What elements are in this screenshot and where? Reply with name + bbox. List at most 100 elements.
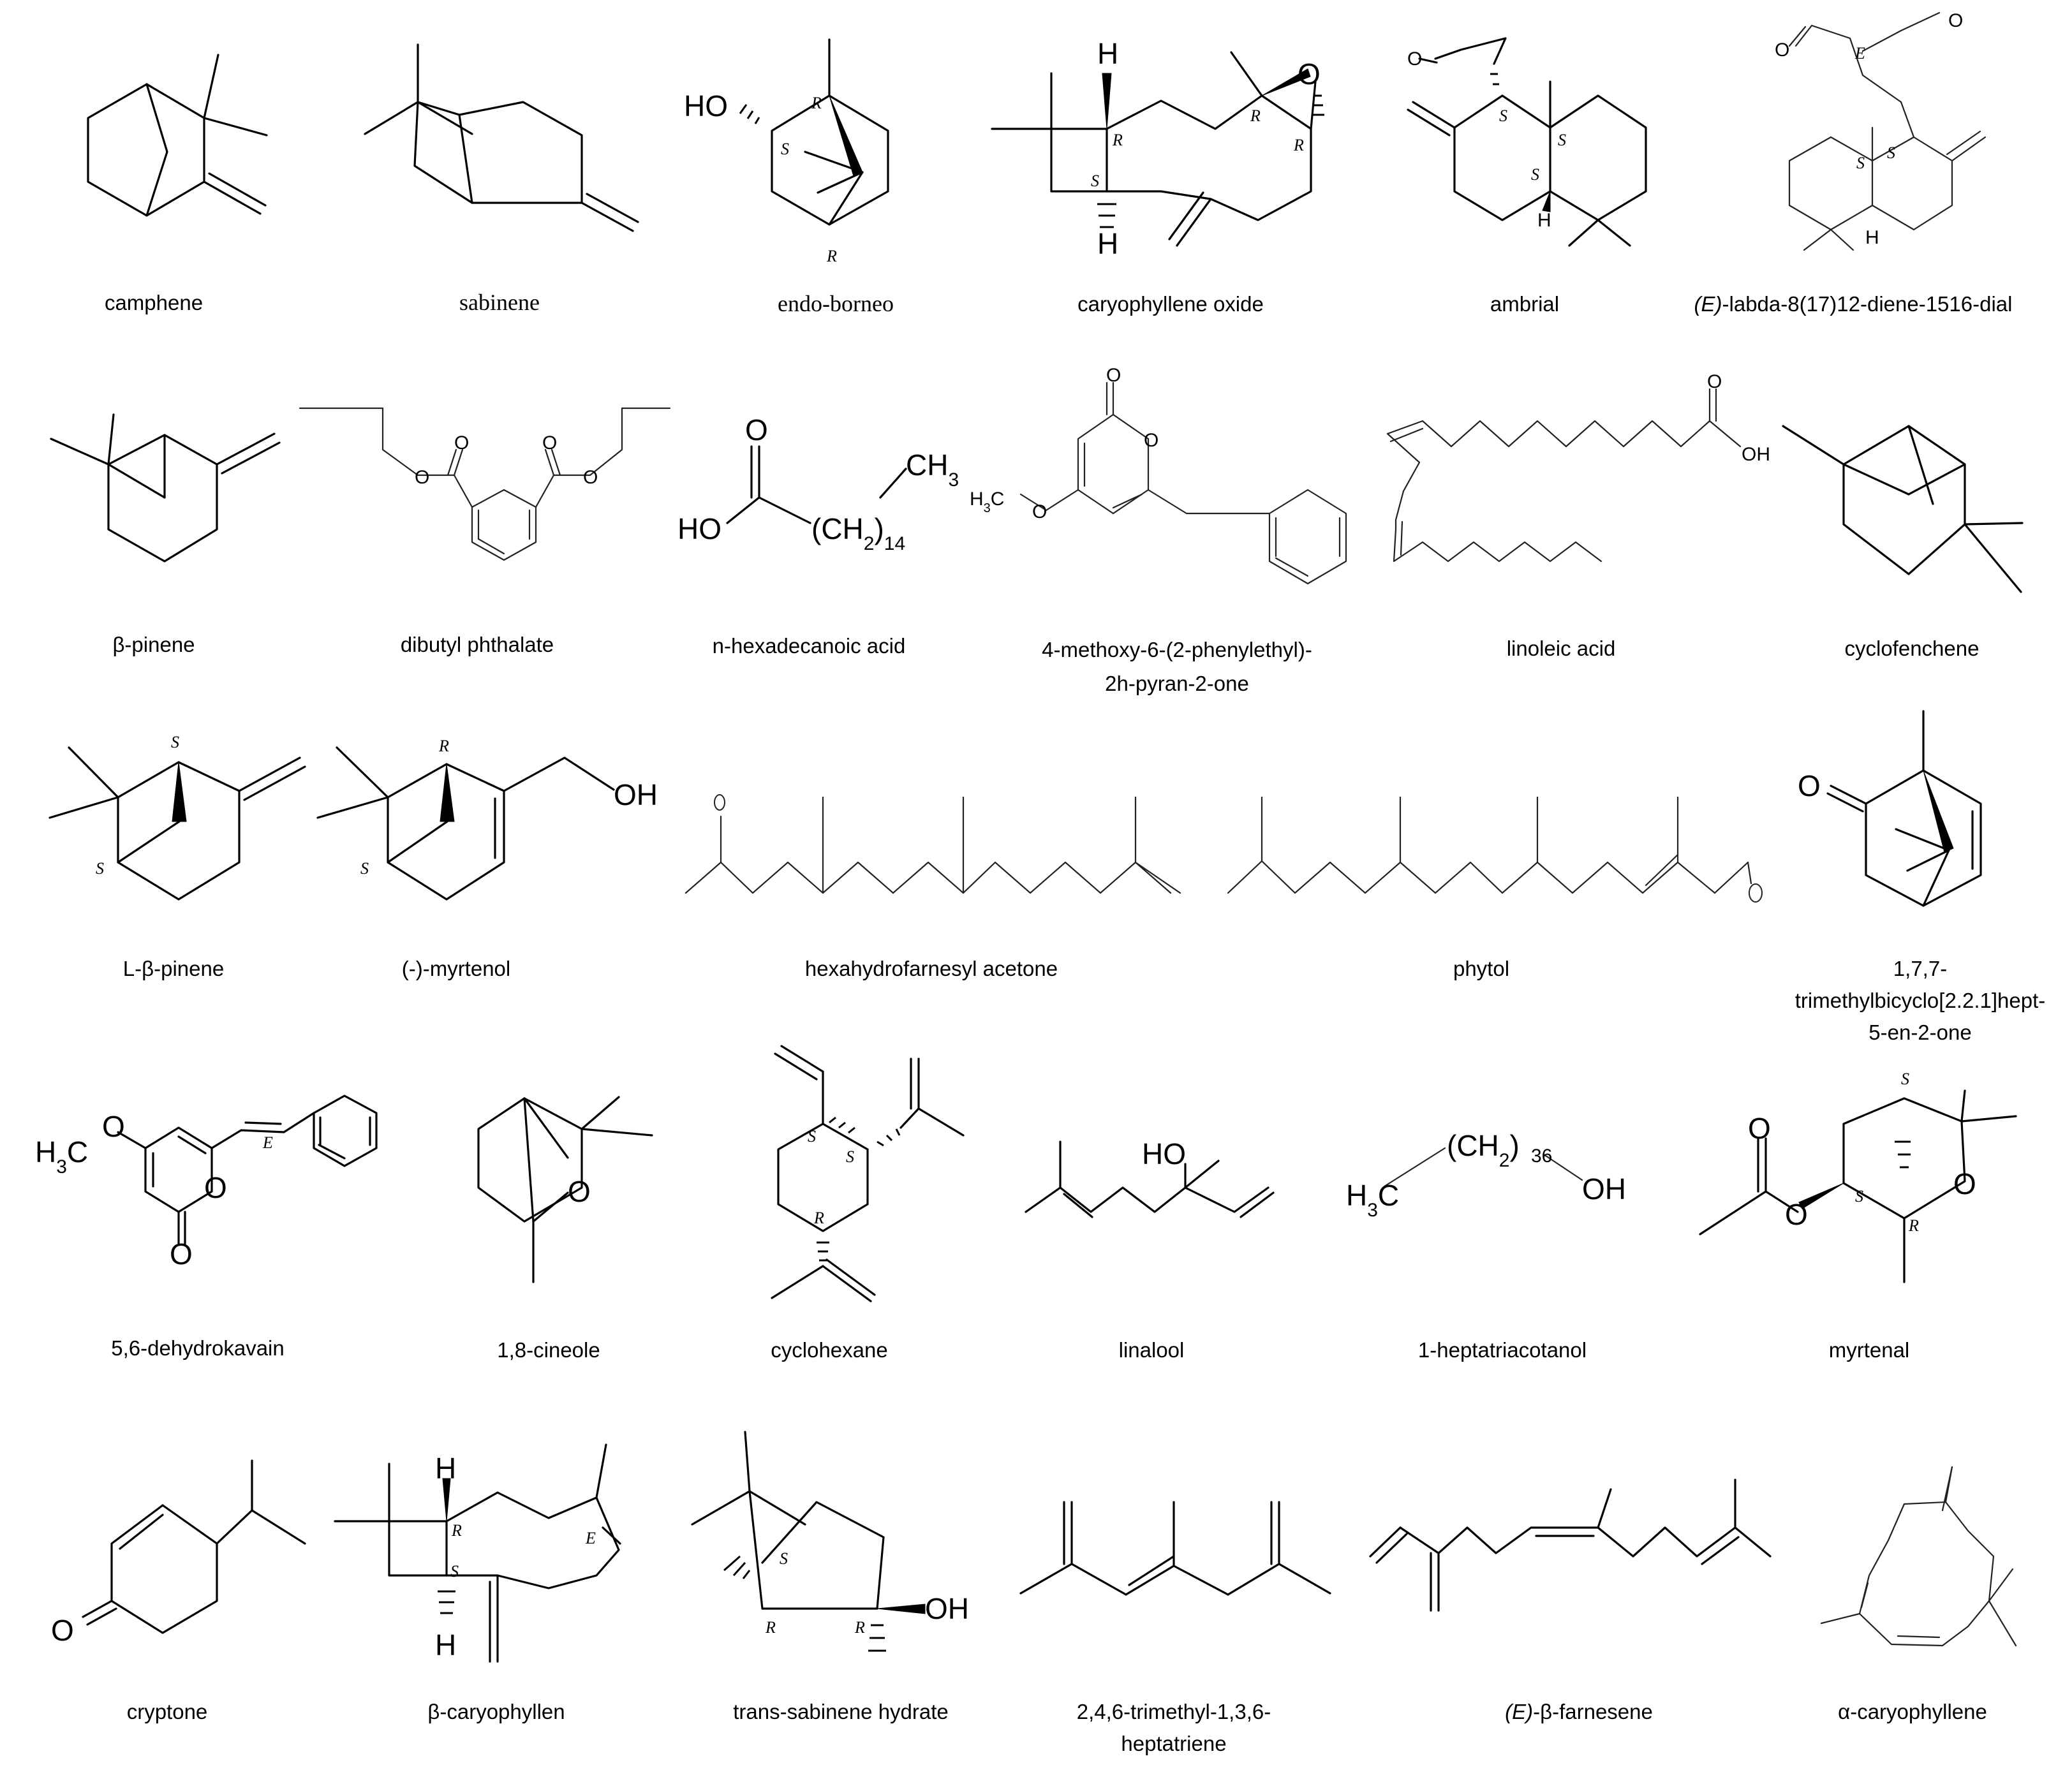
structure-sabinene (364, 43, 639, 232)
svg-text:R: R (438, 737, 449, 755)
label-linalool: linalool (1119, 1338, 1185, 1362)
svg-text:O: O (170, 1237, 193, 1271)
structure-cyclohexane: S S R (771, 1045, 965, 1302)
svg-text:O: O (1407, 48, 1422, 70)
structure-l-beta-pinene: S S (48, 733, 306, 901)
label-trimethyl-heptatriene-line2: heptatriene (1121, 1732, 1226, 1755)
label-cyclohexane: cyclohexane (771, 1338, 887, 1362)
svg-text:R: R (854, 1618, 865, 1637)
svg-text:O: O (1775, 40, 1789, 61)
svg-text:S: S (450, 1562, 459, 1581)
label-dehydrokavain: 5,6-dehydrokavain (111, 1336, 285, 1360)
label-endo-borneol: endo-borneo (778, 291, 894, 316)
svg-text:S: S (1901, 1070, 1909, 1088)
atom-ch2-chain: (CH2)14 (811, 512, 905, 554)
label-methoxy-pyranone-line1: 4-methoxy-6-(2-phenylethyl)- (1042, 638, 1312, 661)
svg-text:R: R (1908, 1216, 1919, 1235)
label-hexahydrofarnesyl-acetone: hexahydrofarnesyl acetone (805, 957, 1058, 980)
svg-text:R: R (811, 94, 822, 112)
svg-text:S: S (360, 859, 369, 878)
label-caryophyllene-oxide: caryophyllene oxide (1077, 292, 1264, 316)
svg-text:O: O (51, 1614, 74, 1647)
structure-myrtenol: OH R S (316, 737, 658, 901)
svg-text:OH: OH (614, 778, 658, 811)
label-linoleic-acid: linoleic acid (1507, 637, 1616, 660)
svg-text:S: S (1499, 107, 1507, 125)
svg-text:OH: OH (1742, 444, 1770, 465)
svg-text:O: O (1953, 1167, 1976, 1200)
svg-text:S: S (171, 733, 179, 751)
structure-hexadecanoic-acid: O HO (CH2)14 CH3 (677, 413, 959, 554)
structure-trimethyl-heptatriene (1019, 1501, 1331, 1596)
label-trimethylbicycloheptenone-line2: trimethylbicyclo[2.2.1]hept- (1795, 989, 2046, 1012)
svg-text:R: R (1293, 136, 1304, 154)
label-phytol: phytol (1453, 957, 1509, 980)
structure-labda-dial: O O S S E H (1775, 10, 1987, 251)
svg-text:O: O (102, 1110, 125, 1143)
svg-text:O: O (1948, 10, 1963, 31)
structure-trans-sabinene-hydrate: OH S R R (691, 1431, 969, 1652)
label-sabinene: sabinene (459, 290, 540, 315)
svg-text:H: H (1865, 227, 1879, 248)
svg-text:O: O (542, 432, 557, 453)
svg-text:R: R (1250, 107, 1261, 125)
label-labda-dial: (E)-labda-8(17)12-diene-1516-dial (1694, 292, 2013, 316)
svg-text:R: R (826, 247, 837, 265)
svg-text:S: S (1558, 131, 1566, 149)
label-beta-pinene: β-pinene (112, 633, 195, 656)
svg-text:E: E (585, 1529, 596, 1547)
structure-caryophyllene-oxide: H H O R S R R (991, 37, 1324, 260)
label-l-beta-pinene: L-β-pinene (123, 957, 224, 980)
atom-hydroxyl: HO (684, 89, 728, 122)
structure-ambrial: O H S S S (1407, 37, 1647, 247)
structure-cryptone: O (51, 1459, 306, 1647)
svg-text:O: O (1798, 769, 1821, 802)
label-cineole: 1,8-cineole (497, 1338, 600, 1362)
svg-text:HO: HO (1142, 1137, 1186, 1170)
structure-cineole: O (477, 1096, 653, 1283)
svg-text:H: H (1097, 37, 1118, 70)
svg-text:O: O (1707, 371, 1722, 392)
svg-text:H: H (435, 1628, 456, 1662)
structure-dibutyl-phthalate: O O O O (299, 407, 671, 561)
structure-endo-borneol: HO R S R (684, 38, 889, 265)
svg-text:O: O (1748, 1112, 1771, 1145)
svg-text:E: E (262, 1133, 273, 1152)
label-heptatriacotanol: 1-heptatriacotanol (1418, 1338, 1587, 1362)
label-camphene: camphene (105, 291, 203, 314)
label-methoxy-pyranone-line2: 2h-pyran-2-one (1105, 672, 1249, 695)
label-myrtenal: myrtenal (1829, 1338, 1910, 1362)
svg-text:H3C: H3C (970, 489, 1004, 515)
svg-text:S: S (1531, 165, 1539, 184)
svg-text:H: H (1537, 210, 1551, 231)
svg-text:OH: OH (925, 1592, 969, 1625)
svg-text:E: E (1854, 44, 1865, 63)
label-alpha-caryophyllene: α-caryophyllene (1838, 1700, 1987, 1723)
svg-text:O: O (204, 1171, 227, 1204)
svg-text:S: S (1887, 144, 1895, 162)
svg-text:(CH2): (CH2) (1447, 1129, 1520, 1171)
label-myrtenol: (-)-myrtenol (402, 957, 511, 980)
structure-beta-pinene (50, 413, 281, 563)
svg-text:S: S (1091, 172, 1099, 190)
svg-text:S: S (96, 859, 104, 878)
structure-dehydrokavain: H3C O O O E (35, 1095, 378, 1271)
svg-text:R: R (765, 1618, 776, 1637)
label-cyclofenchene: cyclofenchene (1845, 637, 1980, 660)
svg-text:O: O (415, 467, 429, 488)
structure-methoxy-pyranone: O O O H3C (970, 365, 1347, 585)
svg-text:O: O (1032, 501, 1047, 522)
structure-alpha-caryophyllene (1820, 1466, 2017, 1647)
svg-text:H: H (435, 1452, 456, 1485)
structure-trimethylbicycloheptenone: O (1798, 710, 1982, 907)
svg-text:H3C: H3C (35, 1135, 88, 1177)
structure-hexahydrofarnesyl-acetone (685, 794, 1181, 894)
label-trans-sabinene-hydrate: trans-sabinene hydrate (733, 1700, 949, 1723)
svg-text:O: O (1106, 365, 1121, 386)
svg-text:O: O (1144, 430, 1158, 451)
label-dibutyl-phthalate: dibutyl phthalate (401, 633, 554, 656)
label-trimethylbicycloheptenone-line3: 5-en-2-one (1869, 1021, 1971, 1044)
structure-e-beta-farnesene (1369, 1478, 1772, 1612)
svg-text:O: O (583, 467, 598, 488)
